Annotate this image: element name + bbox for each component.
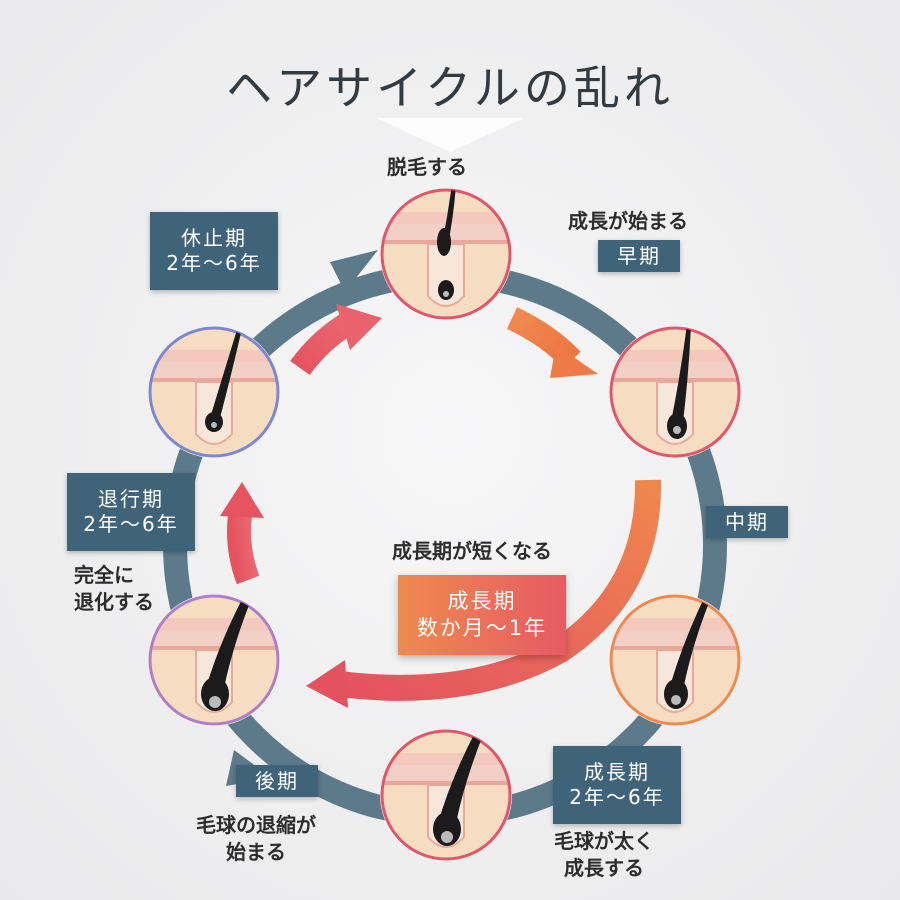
- label-shedding: 脱毛する: [387, 155, 467, 179]
- follicle-circle-1: [380, 188, 512, 320]
- page-title: ヘアサイクルの乱れ: [226, 61, 674, 115]
- box-early: 早期: [598, 240, 680, 272]
- hair-shaft: [201, 596, 256, 711]
- follicle-circle-2: [609, 326, 741, 458]
- skin-top-band: [611, 350, 739, 362]
- label-bulb-shrink: 毛球の退縮が 始まる: [196, 812, 316, 866]
- skin-mid-band: [382, 765, 510, 783]
- arrow-regress-head: [220, 482, 264, 518]
- label-bulb-thicken-line1: 毛球が太く: [554, 829, 654, 853]
- box-telogen-line2: 2年〜6年: [166, 251, 262, 275]
- label-growth-shortened: 成長期が短くなる: [392, 539, 552, 563]
- skin-line: [382, 781, 510, 785]
- box-anagen-line1: 成長期: [584, 760, 650, 784]
- skin-line: [611, 378, 739, 382]
- ring-arrowhead-top: [330, 250, 378, 292]
- box-late: 後期: [236, 765, 318, 797]
- follicle-border: [609, 326, 741, 458]
- title-pointer: [376, 118, 524, 152]
- skin-mid-band: [611, 630, 739, 648]
- box-telogen-line1: 休止期: [181, 226, 247, 250]
- box-short-anagen-line1: 成長期: [447, 589, 517, 613]
- follicle-circle-3: [609, 594, 741, 726]
- box-catagen: 退行期 2年〜6年: [67, 473, 195, 551]
- skin-mid-band: [611, 362, 739, 380]
- label-fully-regress-line1: 完全に: [74, 563, 134, 587]
- arrow-short-growth-head: [306, 660, 348, 708]
- box-anagen: 成長期 2年〜6年: [553, 746, 681, 824]
- skin-line: [150, 646, 278, 650]
- follicle-border: [148, 594, 280, 726]
- hair-shaft: [667, 328, 691, 439]
- label-bulb-shrink-line1: 毛球の退縮が: [196, 813, 316, 837]
- box-short-anagen: 成長期 数か月〜1年: [398, 575, 566, 655]
- label-fully-regress: 完全に 退化する: [74, 562, 154, 616]
- skin-top-band: [611, 618, 739, 630]
- box-catagen-line2: 2年〜6年: [83, 512, 179, 536]
- follicle-circle-4: [380, 729, 512, 861]
- arrow-rest-to-shed: [290, 311, 357, 376]
- follicle-border: [609, 594, 741, 726]
- label-bulb-thicken: 毛球が太く 成長する: [554, 828, 654, 882]
- skin-top-band: [382, 212, 510, 224]
- box-mid-line1: 中期: [725, 509, 769, 534]
- box-mid: 中期: [706, 506, 788, 538]
- skin-mid-band: [150, 362, 278, 380]
- label-bulb-thicken-line2: 成長する: [564, 856, 644, 880]
- skin-mid-band: [150, 630, 278, 648]
- arrow-regress: [227, 513, 260, 585]
- label-fully-regress-line2: 退化する: [74, 590, 154, 614]
- follicle-sheath: [427, 243, 465, 307]
- follicle-circle-6: [148, 326, 280, 458]
- skin-top-band: [382, 753, 510, 765]
- skin-top-band: [150, 350, 278, 362]
- box-catagen-line1: 退行期: [98, 487, 164, 511]
- skin-top-band: [150, 618, 278, 630]
- box-early-line1: 早期: [617, 243, 661, 268]
- follicle-circle-5: [148, 594, 280, 726]
- arrow-growth-early-head: [550, 345, 598, 378]
- label-growth-start: 成長が始まる: [568, 209, 688, 233]
- box-telogen: 休止期 2年〜6年: [150, 212, 278, 290]
- box-short-anagen-line2: 数か月〜1年: [416, 616, 548, 640]
- arrow-rest-to-shed-head: [336, 304, 382, 350]
- hair-shaft: [437, 190, 456, 300]
- hair-shaft: [664, 596, 715, 709]
- skin-line: [150, 378, 278, 382]
- box-anagen-line2: 2年〜6年: [569, 785, 665, 809]
- box-late-line1: 後期: [255, 768, 299, 793]
- follicle-border: [380, 729, 512, 861]
- skin-line: [611, 646, 739, 650]
- hair-shaft: [205, 328, 244, 432]
- hair-shaft: [433, 731, 488, 846]
- follicle-border: [380, 188, 512, 320]
- follicle-border: [148, 326, 280, 458]
- label-bulb-shrink-line2: 始まる: [226, 840, 286, 864]
